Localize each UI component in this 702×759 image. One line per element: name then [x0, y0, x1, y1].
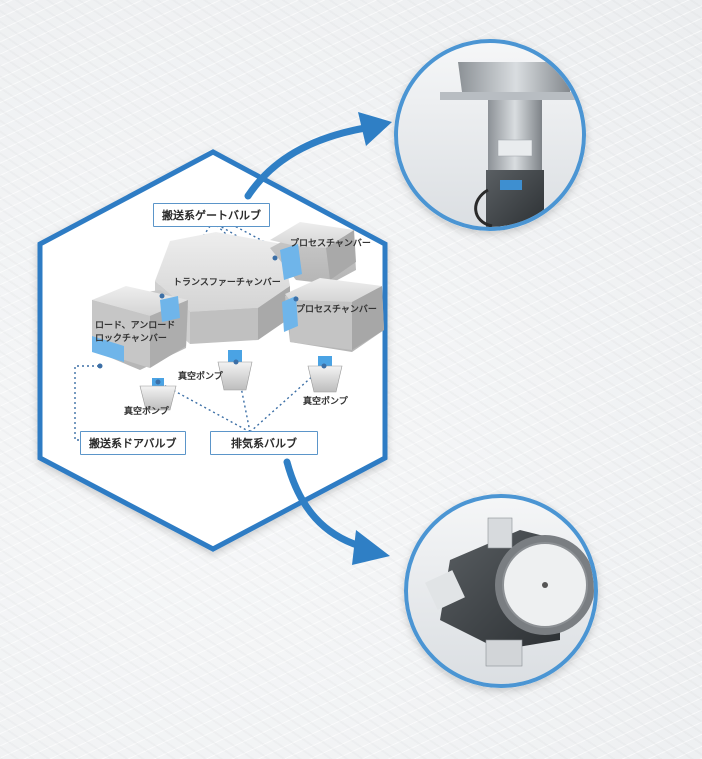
exhaust-valve-photo	[404, 494, 598, 688]
load-lock-chamber	[92, 286, 188, 370]
process-chamber-2	[282, 278, 384, 352]
transfer-chamber	[155, 232, 290, 344]
arrow-to-exhaust-valve	[283, 458, 390, 565]
load-lock-label-line1: ロード、アンロード	[95, 321, 176, 331]
process-chamber-1-label: プロセスチャンバー	[290, 239, 371, 249]
gate-valve-label: 搬送系ゲートバルブ	[153, 203, 270, 227]
vacuum-pump-2-label: 真空ポンプ	[178, 372, 223, 382]
transfer-chamber-label: トランスファーチャンバー	[173, 278, 281, 288]
arrow-to-gate-valve	[244, 112, 392, 200]
load-lock-label-line2: ロックチャンバー	[95, 334, 167, 344]
connector-dots	[97, 255, 327, 385]
vacuum-pump-1-label: 真空ポンプ	[124, 407, 169, 417]
exhaust-valve-label: 排気系バルブ	[210, 431, 318, 455]
vacuum-pump-2-shape	[217, 350, 253, 391]
door-valve-label: 搬送系ドアバルブ	[80, 431, 186, 455]
vacuum-pump-3-shape	[307, 356, 343, 393]
gate-valve-photo	[394, 39, 586, 231]
process-chamber-2-label: プロセスチャンバー	[296, 305, 377, 315]
process-chamber-1	[270, 222, 356, 284]
vacuum-pump-3-label: 真空ポンプ	[303, 397, 348, 407]
